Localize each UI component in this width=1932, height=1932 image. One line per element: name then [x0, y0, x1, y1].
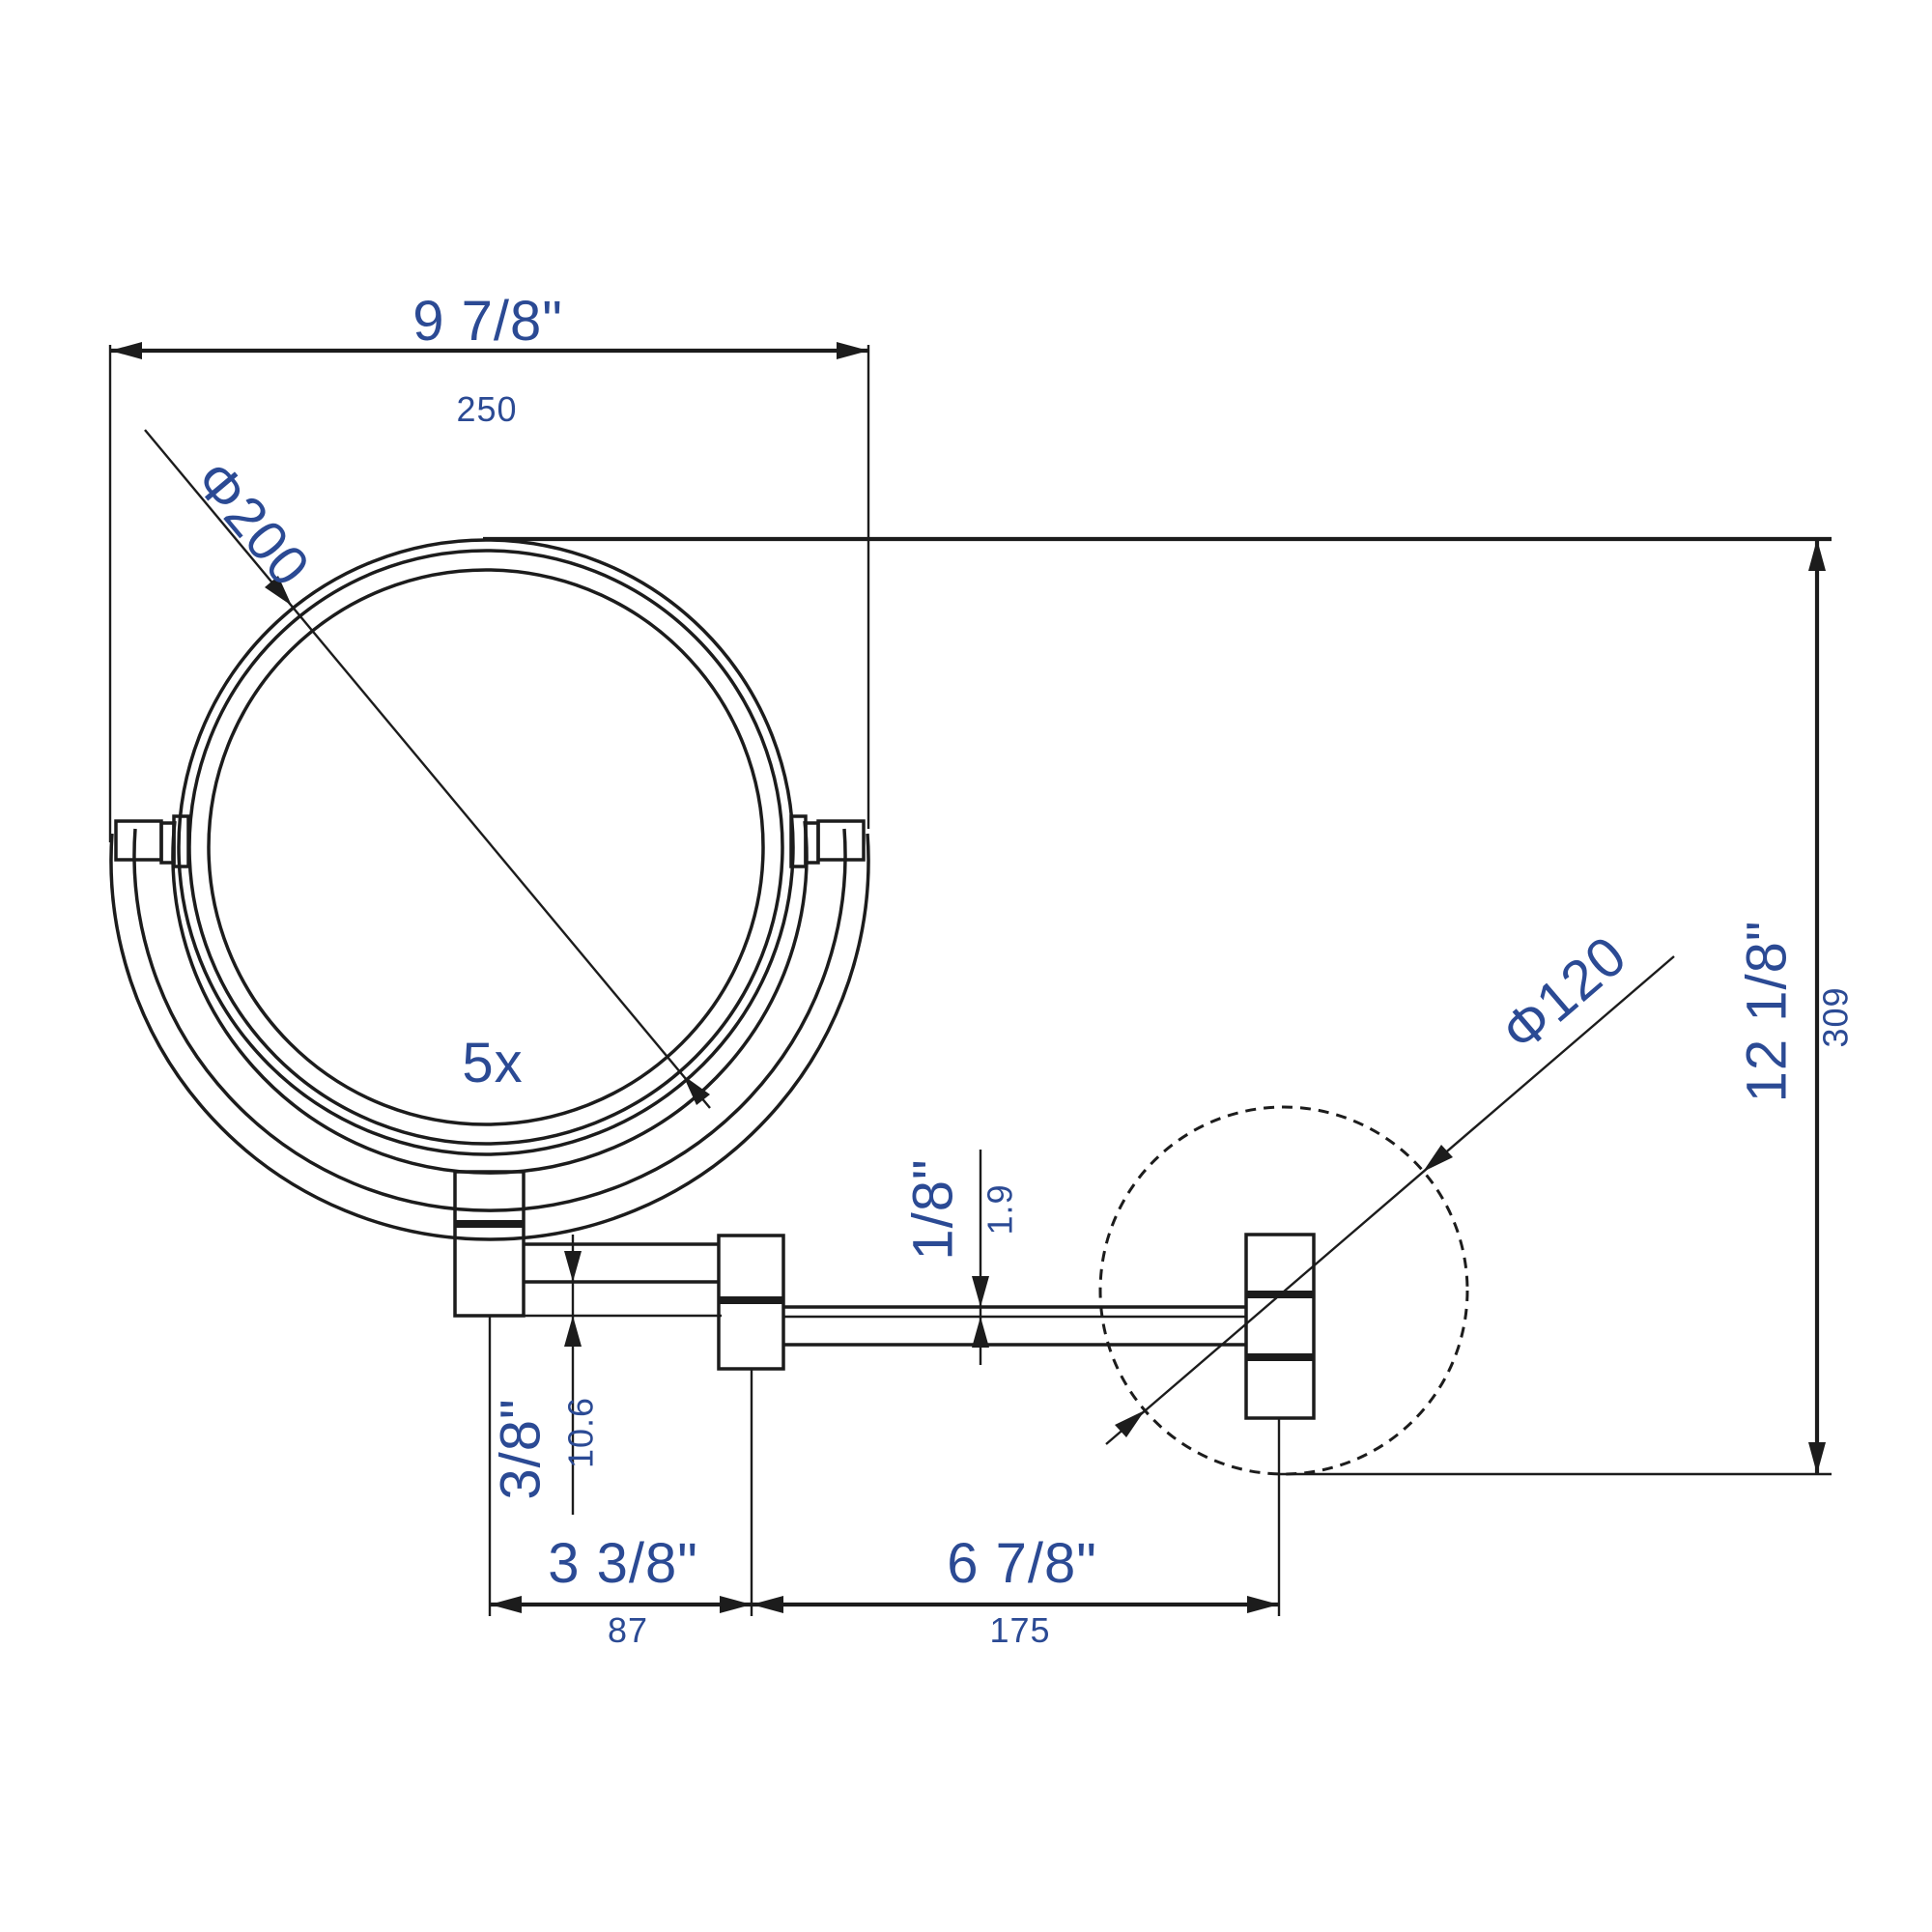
- flange-dia-arrow-upper: [1423, 1145, 1453, 1172]
- wall-flange-circle: [1098, 1105, 1469, 1476]
- height-arrow-top: [1808, 539, 1826, 571]
- arm-thickness-arrow-upper: [972, 1276, 989, 1307]
- arm-thickness-label-inches: 1/8": [901, 1158, 964, 1260]
- mirror-dia-arrow-lower: [683, 1075, 710, 1105]
- mirror-dia-line: [144, 429, 711, 1109]
- flange-dia-line: [1105, 955, 1675, 1445]
- reach2-label-mm: 175: [989, 1610, 1050, 1650]
- reach2-arrow-right: [1247, 1596, 1279, 1613]
- yoke-inner-arc: [171, 820, 809, 1175]
- reach1-arrow-left: [490, 1596, 522, 1613]
- joint-drop-label-inches: 3/8": [489, 1398, 552, 1499]
- height-label-mm: 309: [1816, 986, 1856, 1047]
- flange-dia-label: Φ120: [1490, 923, 1638, 1064]
- wall-plate: [1244, 1233, 1316, 1420]
- arm-thickness-arrow-lower: [972, 1317, 989, 1348]
- dim-mirror-diameter: Φ200: [144, 429, 711, 1109]
- left-knob-cap: [114, 819, 163, 862]
- dim-overall-width: 9 7/8" 250: [108, 290, 870, 842]
- magnification-label: 5x: [462, 1032, 523, 1094]
- dim-joint-drop: 3/8" 10.6: [489, 1235, 722, 1515]
- reach1-label-inches: 3 3/8": [548, 1532, 698, 1595]
- reach2-arrow-left: [752, 1596, 783, 1613]
- width-label-mm: 250: [456, 389, 517, 429]
- reach2-label-inches: 6 7/8": [947, 1532, 1097, 1595]
- joint-drop-arrow-upper: [564, 1251, 582, 1282]
- dim-flange-diameter: Φ120: [1105, 923, 1675, 1445]
- height-label-inches: 12 1/8": [1735, 921, 1798, 1103]
- reach1-arrow-right: [720, 1596, 752, 1613]
- yoke-outer-arc: [109, 833, 870, 1241]
- left-pivot-knob: [114, 814, 190, 868]
- mirror-joint-block: [453, 1170, 526, 1318]
- yoke-mid-arc: [132, 828, 847, 1212]
- reach1-label-mm: 87: [608, 1610, 648, 1650]
- mirror-glass-edge: [207, 568, 765, 1126]
- dim-arm-thickness: 1/8" 1.9: [901, 1150, 1020, 1365]
- arm-thickness-label-mm: 1.9: [980, 1183, 1020, 1235]
- flange-dia-arrow-lower: [1115, 1410, 1145, 1437]
- width-label-inches: 9 7/8": [412, 290, 563, 353]
- mirror-head: [109, 538, 870, 1241]
- dim-arm-reaches: 3 3/8" 87 6 7/8" 175: [488, 1316, 1281, 1650]
- width-arrow-right: [837, 342, 868, 359]
- mirror-dia-label: Φ200: [183, 449, 322, 598]
- right-knob-cap: [816, 819, 866, 862]
- width-arrow-left: [110, 342, 142, 359]
- mirror-dia-arrow-upper: [265, 576, 292, 606]
- right-pivot-knob: [789, 814, 866, 868]
- height-arrow-bottom: [1808, 1442, 1826, 1474]
- joint-drop-arrow-lower: [564, 1316, 582, 1347]
- joint-drop-label-mm: 10.6: [561, 1397, 601, 1468]
- dim-overall-height: 12 1/8" 309: [483, 536, 1856, 1476]
